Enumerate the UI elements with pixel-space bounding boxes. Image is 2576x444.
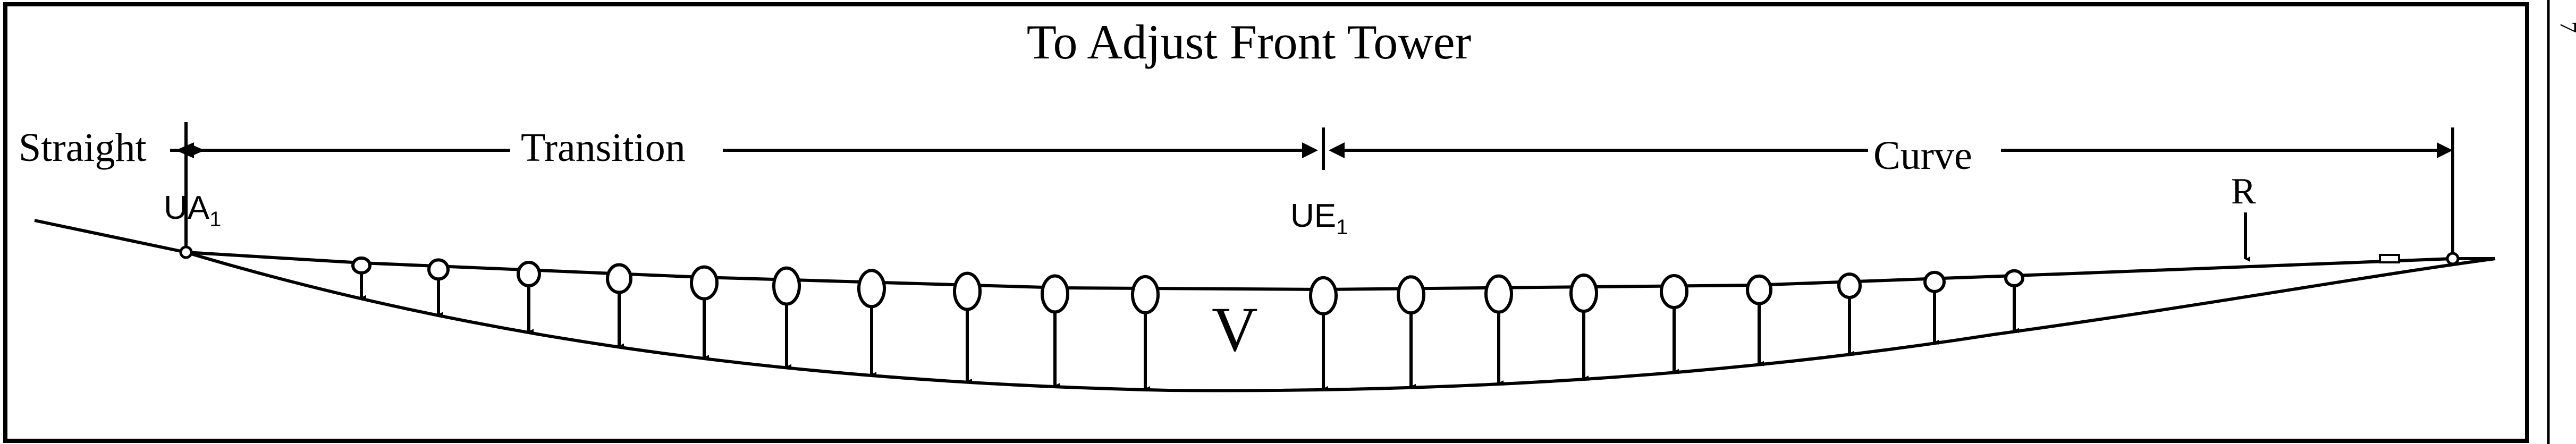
dropper-clamp xyxy=(690,265,719,301)
catenary-curve xyxy=(185,251,2496,392)
dropper-clamp xyxy=(772,266,801,306)
dropper-clamp xyxy=(517,260,541,287)
dropper-clamp xyxy=(1484,274,1513,314)
dropper-clamp xyxy=(1569,274,1598,313)
contact-wire xyxy=(34,219,2453,292)
side-mark: 7 xyxy=(2555,21,2576,33)
dropper-clamp xyxy=(1397,275,1425,315)
droppers-group xyxy=(351,256,2024,391)
dropper-clamp xyxy=(1746,274,1772,305)
end-bracket xyxy=(2379,254,2400,263)
dropper-clamp xyxy=(2004,269,2024,287)
section-label-straight: Straight xyxy=(19,125,147,170)
dropper-clamp xyxy=(351,256,371,275)
dropper-clamp xyxy=(1309,276,1338,315)
dropper-clamp xyxy=(857,269,886,309)
point-label-r: R xyxy=(2231,171,2256,212)
center-label-v: V xyxy=(1212,294,1258,364)
dropper-clamp xyxy=(1041,274,1069,314)
section-dimension-line xyxy=(170,142,2453,158)
diagram-title: To Adjust Front Tower xyxy=(1027,15,1471,69)
section-label-curve: Curve xyxy=(1873,133,1972,178)
dropper-clamp xyxy=(1923,270,1946,293)
dropper-clamp xyxy=(1131,275,1160,314)
point-ua-marker xyxy=(179,245,193,259)
dropper-clamp xyxy=(1660,274,1688,309)
section-label-transition: Transition xyxy=(521,125,686,170)
point-end-marker xyxy=(2446,252,2460,266)
point-label-ue: UE1 xyxy=(1290,198,1348,239)
dropper-clamp xyxy=(427,258,450,281)
dropper-clamp xyxy=(1837,272,1862,300)
dropper-clamp xyxy=(953,271,982,311)
dropper-clamp xyxy=(606,263,632,294)
point-label-ua: UA1 xyxy=(164,190,221,231)
diagram-frame xyxy=(3,2,2529,443)
